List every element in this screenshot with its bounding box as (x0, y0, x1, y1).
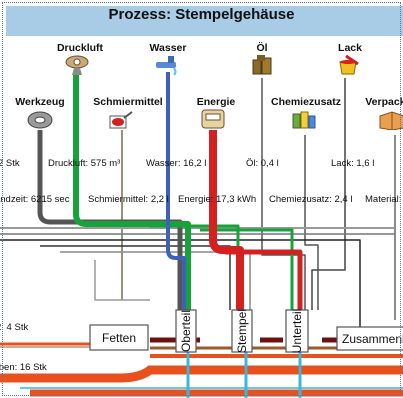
side-label-lower: sben: 16 Stk (0, 362, 47, 373)
flow-druckluft-b (150, 224, 240, 310)
flow-label-lack: Lack: 1,6 l (331, 158, 375, 169)
flow-label-schmiermittel: Schmiermittel: 2,2 l (88, 194, 169, 205)
flow-werkzeug (37, 130, 183, 310)
side-label-upper: 2: 4 Stk (0, 322, 29, 333)
resource-verpackung: Verpackung (365, 96, 403, 108)
lubricant-icon (109, 111, 133, 129)
flow-chemie-line (304, 135, 319, 310)
flow-oel-line (261, 78, 306, 310)
diagram-title: Prozess: Stempelgehäuse (108, 6, 295, 23)
process-oberteil-label: Oberteil (179, 310, 193, 352)
resource-lack: Lack (338, 42, 362, 54)
flow-grey-h4 (94, 260, 150, 301)
flow-black-h1 (0, 239, 361, 330)
process-zusammenbau: Zusammenbau (336, 326, 403, 351)
flow-energie-b (225, 249, 303, 310)
process-stempel: Stempel (231, 309, 253, 353)
resource-energie: Energie (196, 96, 236, 108)
flow-label-wasser: Wasser: 16,2 l (146, 158, 207, 169)
process-stempel-label: Stempel (235, 309, 249, 353)
tool-icon (27, 111, 53, 129)
resource-wasser: Wasser (149, 42, 187, 54)
oil-barrels-icon (252, 55, 272, 75)
process-unterteil: Unterteil (285, 309, 309, 354)
resource-druckluft: Druckluft (56, 42, 104, 54)
flow-label-energie: Energie: 17,3 kWh (178, 194, 257, 205)
water-tap-icon (156, 56, 177, 76)
flow-grey-h3 (60, 251, 251, 310)
process-zusammenbau-label: Zusammenbau (342, 332, 403, 346)
flow-label-oel: Öl: 0,4 l (246, 158, 279, 169)
flow-druckluft-c (200, 228, 294, 310)
process-unterteil-label: Unterteil (290, 309, 304, 354)
title-banner (6, 6, 403, 36)
flow-druckluft (73, 74, 191, 310)
packaging-icon (379, 111, 403, 130)
flow-wasser (166, 72, 186, 310)
resource-chemiezusatz: Chemiezusatz (270, 96, 342, 108)
paint-bucket-icon (339, 54, 359, 75)
process-fetten-label: Fetten (102, 331, 136, 345)
process-fetten: Fetten (89, 324, 149, 351)
flow-energie (209, 130, 244, 310)
flow-label-standzeit: Standzeit: 6215 sec (0, 194, 70, 205)
resource-werkzeug: Werkzeug (15, 96, 65, 108)
process-oberteil: Oberteil (175, 309, 197, 353)
flow-label-chemiezusatz: Chemiezusatz: 2,4 l (269, 194, 353, 205)
flow-label-druckluft: Druckluft: 575 m³ (48, 158, 121, 169)
flow-lack-line (311, 78, 346, 310)
resource-schmiermittel: Schmiermittel (93, 96, 163, 108)
resource-oel: Öl (256, 42, 268, 54)
flow-orange-main (0, 365, 403, 383)
chemical-icon (292, 111, 316, 129)
compressed-air-icon (65, 55, 89, 75)
flow-label-material: Material: (365, 194, 402, 205)
flow-label-werkzeug-count: 2 Stk (0, 158, 20, 169)
energy-meter-icon (201, 109, 225, 129)
